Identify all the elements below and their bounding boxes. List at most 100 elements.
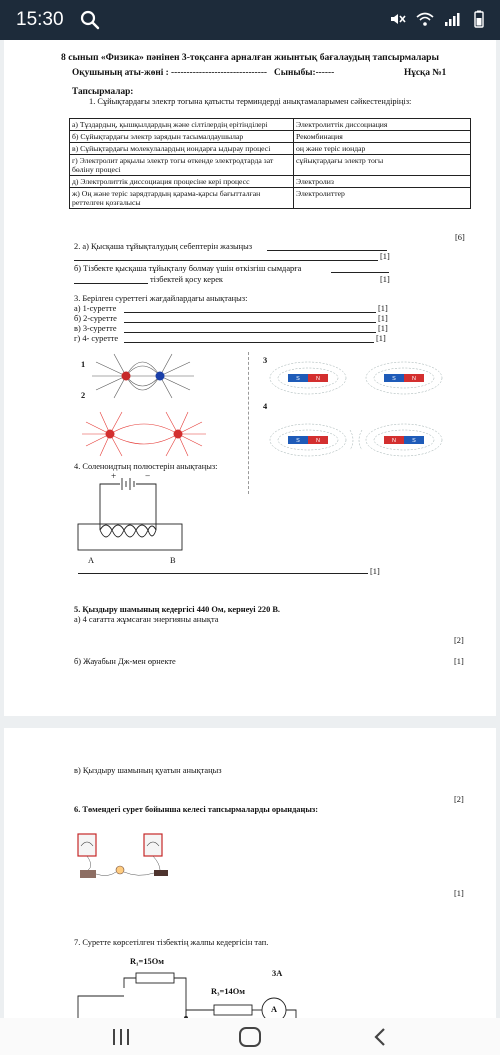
question-5b: б) Жауабын Дж-мен өрнекте [74,657,176,666]
question-7: 7. Суретте көрсетілген тізбектің жалпы к… [74,938,269,947]
table-cell: сұйықтардағы электр тогы [293,154,471,176]
table-cell: ж) Оң және теріс зарядтардың қарама-қарс… [69,187,294,209]
resistor-r3 [213,1004,253,1016]
answer-line [267,250,387,251]
navigation-bar [0,1018,500,1055]
q4-score: [1] [370,567,380,576]
answer-line [124,312,376,313]
wifi-icon [416,12,434,26]
table-cell: Электролиттік диссоциация [293,118,471,131]
table-cell: б) Сұйықтардағы электр зарядын тасымалда… [69,130,294,143]
answer-line [74,260,378,261]
magnet-north-pole [308,374,328,382]
positive-charge [105,429,115,439]
table-row: д) Электролиттік диссоциация процесіне к… [69,175,471,188]
question-4: 4. Соленоидтың полюстерін анықтаңыз: [74,462,218,471]
question-1: 1. Сұйықтардағы электр тогына қатысты те… [89,97,412,106]
table-cell: Электролиттер [293,187,471,209]
answer-line [124,322,376,323]
recents-icon[interactable] [110,1026,132,1048]
question-2b: б) Тізбекте қысқаша тұйықталу болмау үші… [74,264,302,273]
magnet-north-pole [404,374,424,382]
magnet-letter: S [296,376,300,382]
field-lines-repulsion [82,411,206,457]
pole-label-b: B [170,556,176,565]
magnet-field-figures: S N S N S N N S [269,361,443,457]
table-row: б) Сұйықтардағы электр зарядын тасымалда… [69,130,471,143]
magnet-letter: N [392,438,396,444]
q3-item-a: а) 1-суретте [74,304,117,313]
mute-icon [391,14,406,24]
home-icon[interactable] [238,1026,262,1048]
voltmeter [77,833,97,857]
solenoid-diagram [77,478,183,551]
q2a-score: [1] [380,252,390,261]
magnet-letter: N [316,376,320,382]
q1-score: [6] [455,233,465,242]
current-label: 3А [272,969,283,978]
table-cell: г) Электролит арқылы электр тогы өткенде… [69,154,294,176]
table-row: г) Электролит арқылы электр тогы өткенде… [69,154,471,176]
battery-icon [474,10,484,28]
magnet-letter: S [392,376,396,382]
table-row: а) Тұздардың, қышқылдардың және сілтілер… [69,118,471,131]
page-title: 8 сынып «Физика» пәнінен 3-тоқсанға арна… [61,52,439,63]
q5c-score: [2] [454,795,464,804]
question-3: 3. Берілген суреттегі жағдайлардағы анық… [74,294,248,303]
magnet-south-pole [404,436,424,444]
table-cell: оң және теріс иондар [293,142,471,155]
q2b-tail: тізбектей қосу керек [150,275,223,284]
ammeter [143,833,163,857]
magnet-letter: N [316,438,320,444]
q3-item-b: б) 2-суретте [74,314,117,323]
q3-score: [1] [376,334,386,343]
magnet-letter: N [412,376,416,382]
search-icon[interactable] [80,10,100,30]
electric-field-figures [82,353,206,457]
document-page-2: в) Қыздыру шамының қуатын анықтаңыз [2] … [4,728,496,1018]
question-5c: в) Қыздыру шамының қуатын анықтаңыз [74,766,222,775]
magnet-north-pole [308,436,328,444]
resistor-r1 [135,972,175,984]
q3-score: [1] [378,324,388,333]
resistor-circuit [77,972,297,1018]
student-name-label: Оқушының аты-жөні : --------------------… [72,68,268,78]
battery-block [80,870,96,878]
back-icon[interactable] [370,1026,392,1048]
table-cell: а) Тұздардың, қышқылдардың және сілтілер… [69,118,294,131]
r1-label: R₁=15Ом [130,957,164,966]
magnet-north-pole [384,436,404,444]
question-2a: 2. а) Қысқаша тұйықталудың себептерін жа… [74,242,253,251]
field-lines-dipole [92,353,194,399]
figure-label: 1 [81,360,86,369]
magnetic-field-lines [269,361,443,457]
q2b-score: [1] [380,275,390,284]
answer-line [331,272,389,273]
table-cell: в) Сұйықтардағы молекулалардың иондарға … [69,142,294,155]
r3-label: R₃=14Ом [211,987,245,996]
signal-icon [445,13,460,26]
magnet-letter: S [296,438,300,444]
answer-line [124,332,376,333]
negative-charge [155,371,165,381]
battery-plus: + [111,472,117,482]
lamp [115,865,125,875]
question-5a: а) 4 сағатта жұмсаған энергияны анықта [74,615,219,624]
q5a-score: [2] [454,636,464,645]
answer-line [78,573,368,574]
document-page-1: 8 сынып «Физика» пәнінен 3-тоқсанға арна… [4,40,496,716]
q3-item-d: г) 4- суретте [74,334,119,343]
status-icons [389,10,488,28]
magnet-south-pole [384,374,404,382]
switch [154,870,168,876]
figure-label: 2 [81,391,86,400]
figure-label: 3 [263,356,268,365]
ammeter-label: A [271,1005,278,1014]
tasks-heading: Тапсырмалар: [72,87,134,97]
question-5: 5. Қыздыру шамының кедергісі 440 Ом, кер… [74,605,281,614]
answer-line [74,283,148,284]
table-cell: Электролиз [293,175,471,188]
positive-charge [121,371,131,381]
matching-table: а) Тұздардың, қышқылдардың және сілтілер… [69,118,471,209]
table-cell: Рекомбинация [293,130,471,143]
